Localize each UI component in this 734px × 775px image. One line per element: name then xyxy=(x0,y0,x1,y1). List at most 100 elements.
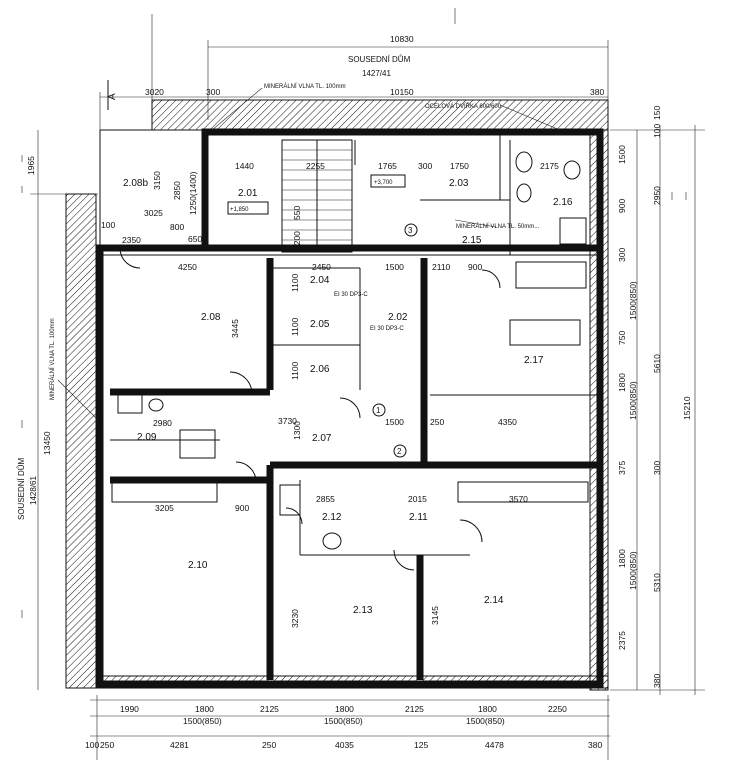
mineral-wool-top: MINERÁLNÍ VLNA TL. 100mm xyxy=(264,83,346,90)
dim-in-3230: 3230 xyxy=(290,609,300,628)
room-214: 2.14 xyxy=(484,595,504,606)
dim-in-2850: 2850 xyxy=(172,181,182,200)
room-217: 2.17 xyxy=(524,355,544,366)
dim-in-2855: 2855 xyxy=(316,494,335,504)
room-203: 2.03 xyxy=(449,178,469,189)
dim-right-750: 750 xyxy=(617,331,627,345)
level-203: +3,700 xyxy=(374,180,393,186)
dim-in-3205: 3205 xyxy=(155,503,174,513)
neighbor-left-line2: 1428/61 xyxy=(29,476,38,505)
neighbor-left-line1: SOUSEDNÍ DŮM xyxy=(17,457,26,520)
section-mark-a: A xyxy=(107,93,118,100)
level-201: +1,850 xyxy=(230,207,249,213)
dim-bot-4035: 4035 xyxy=(335,740,354,750)
dim-bot-1800b: 1800 xyxy=(335,704,354,714)
door-ei30-a: EI 30 DP3-C xyxy=(334,292,368,298)
dim-left-1965: 1965 xyxy=(26,156,36,175)
dim-right-900: 900 xyxy=(617,199,627,213)
dim-bot-1500-850c: 1500(850) xyxy=(466,716,505,726)
dim-top-d: 380 xyxy=(590,87,604,97)
dim-in-1300: 1300 xyxy=(292,421,302,440)
dim-right-15210: 15210 xyxy=(682,396,692,420)
dim-bot-125: 125 xyxy=(414,740,428,750)
door-ei30-b: EI 30 DP3-C xyxy=(370,326,404,332)
room-213: 2.13 xyxy=(353,605,373,616)
room-205: 2.05 xyxy=(310,319,330,330)
dim-in-1500a: 1500 xyxy=(385,262,404,272)
dim-bot-2125b: 2125 xyxy=(405,704,424,714)
dim-bot-1800a: 1800 xyxy=(195,704,214,714)
door-swings xyxy=(119,247,501,571)
room-209: 2.09 xyxy=(137,432,157,443)
mineral-wool-left: MINERÁLNÍ VLNA TL. 100mm xyxy=(49,318,56,400)
room-207: 2.07 xyxy=(312,433,332,444)
level-203-box xyxy=(370,174,406,188)
marker-circle-3 xyxy=(404,223,418,237)
dim-right-150: 150 xyxy=(652,106,662,120)
walls xyxy=(96,128,604,688)
room-215: 2.15 xyxy=(462,235,482,246)
marker-3: 3 xyxy=(408,226,413,235)
dim-in-2255: 2255 xyxy=(306,161,325,171)
room-210: 2.10 xyxy=(188,560,208,571)
dim-in-1250-1400: 1250(1400) xyxy=(188,171,198,215)
dim-in-1100b: 1100 xyxy=(290,317,300,336)
dimension-lines xyxy=(21,8,705,760)
dim-bot-250b: 250 xyxy=(262,740,276,750)
dimension-text: 10830 3020 300 10150 380 150 100 1500 29… xyxy=(26,34,692,750)
dim-bot-2250: 2250 xyxy=(548,704,567,714)
staircase xyxy=(281,139,356,253)
dim-in-800: 800 xyxy=(170,222,184,232)
neighbor-left-hatch xyxy=(65,193,97,689)
marker-2: 2 xyxy=(397,447,402,456)
dim-top-b: 300 xyxy=(206,87,220,97)
dim-right-1500-850b: 1500(850) xyxy=(628,381,638,420)
dim-right-300b: 300 xyxy=(652,461,662,475)
dim-in-250a: 250 xyxy=(430,417,444,427)
steel-grating-label: OCELOVÁ DVÍŘKA 600/600 xyxy=(425,102,502,110)
dim-top-c: 10150 xyxy=(390,87,414,97)
room-202: 2.02 xyxy=(388,312,408,323)
dim-bot-380: 380 xyxy=(588,740,602,750)
level-201-box xyxy=(227,201,269,215)
room-201: 2.01 xyxy=(238,188,258,199)
dim-in-1200: 1200 xyxy=(292,231,302,250)
dim-in-3570: 3570 xyxy=(509,494,528,504)
fixtures xyxy=(111,151,589,550)
dim-in-2980: 2980 xyxy=(153,418,172,428)
dim-in-3150: 3150 xyxy=(152,171,162,190)
dim-in-2350: 2350 xyxy=(122,235,141,245)
marker-circle-2 xyxy=(393,444,407,458)
dim-in-3445: 3445 xyxy=(230,319,240,338)
room-211: 2.11 xyxy=(409,512,428,523)
room-208: 2.08 xyxy=(201,312,221,323)
room-206: 2.06 xyxy=(310,364,330,375)
dim-in-550: 550 xyxy=(292,206,302,220)
dim-in-900a: 900 xyxy=(468,262,482,272)
dim-bot-1990: 1990 xyxy=(120,704,139,714)
dim-right-380: 380 xyxy=(652,674,662,688)
dim-in-4350: 4350 xyxy=(498,417,517,427)
dim-top-total: 10830 xyxy=(390,34,414,44)
dim-in-1750: 1750 xyxy=(450,161,469,171)
dim-in-300a: 300 xyxy=(418,161,432,171)
dim-in-650: 650 xyxy=(188,234,202,244)
dim-bot-250a: 250 xyxy=(100,740,114,750)
room-2086: 2.08b xyxy=(123,178,148,189)
marker-circle-1 xyxy=(372,403,386,417)
dim-in-1100a: 1100 xyxy=(290,273,300,292)
dim-bot-4281: 4281 xyxy=(170,740,189,750)
dim-right-1500-850c: 1500(850) xyxy=(628,551,638,590)
dim-right-1800b: 1800 xyxy=(617,549,627,568)
dim-top-a: 3020 xyxy=(145,87,164,97)
neighbor-top-line2: 1427/41 xyxy=(362,69,391,78)
room-216: 2.16 xyxy=(553,197,573,208)
dim-in-1765: 1765 xyxy=(378,161,397,171)
dim-in-2110: 2110 xyxy=(432,262,451,272)
dim-in-2175: 2175 xyxy=(540,161,559,171)
dim-bot-1500-850a: 1500(850) xyxy=(183,716,222,726)
dim-right-5310: 5310 xyxy=(652,573,662,592)
dim-bot-1500-850b: 1500(850) xyxy=(324,716,363,726)
